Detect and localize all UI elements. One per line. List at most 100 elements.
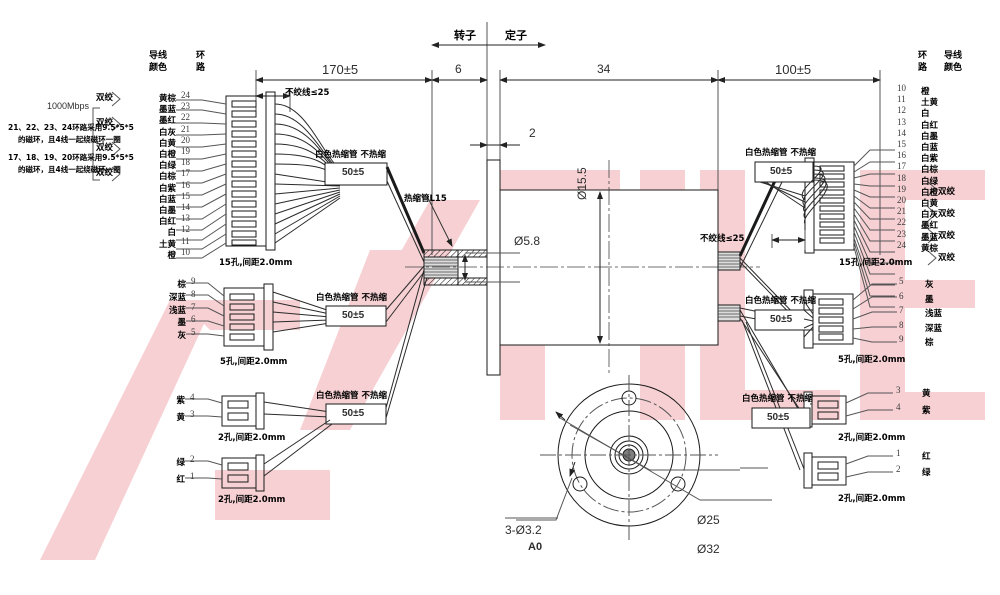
left-5pin-pin-color: 棕 [177, 280, 186, 290]
right-15pin-pin-number: 13 [897, 116, 906, 127]
right-color-header-line1: 导线 [944, 51, 963, 61]
dim-body-len: 34 [597, 62, 611, 76]
left-5pin-pin-number: 9 [191, 276, 196, 286]
right-15pin-pin-color: 白紫 [921, 154, 939, 165]
right-15pin-pin-color: 白绿 [921, 176, 939, 187]
sleeve-value-l1: 50±5 [342, 167, 365, 178]
twisted-pair-label-r2: 双绞 [938, 209, 956, 219]
dim-left-length: 170±5 [322, 62, 359, 77]
sleeve-label-l3: 白色热缩管 不热缩 [316, 391, 387, 401]
left-15pin-pin-color: 橙 [167, 250, 176, 261]
speed-note: 1000Mbps [47, 101, 90, 111]
right-5pin-pin-color: 深蓝 [925, 323, 943, 334]
left-15pin-pin-color: 墨红 [158, 116, 176, 127]
right-15pin-pin-color: 白灰 [921, 210, 939, 221]
right-15pin-pin-color: 土黄 [921, 98, 939, 109]
left-15pin-pin-color: 白红 [158, 217, 176, 228]
section-hole-callout: 3-Ø3.2 [505, 523, 542, 537]
right-2pin-b-pin-color: 绿 [922, 468, 931, 478]
twisted-pair-label-r1: 双绞 [938, 187, 956, 197]
right-2pin-a-pin-color: 黄 [922, 389, 931, 399]
dim-rotor-len: 6 [455, 62, 462, 76]
left-15pin-pin-number: 14 [181, 202, 190, 212]
right-2pin-b-caption: 2孔,间距2.0mm [838, 494, 906, 504]
left-2pin-a-pin-number: 4 [190, 392, 195, 402]
right-15pin-pin-color: 白红 [921, 120, 939, 131]
right-5pin-pin-color: 棕 [925, 338, 934, 349]
right-circuit-header-line1: 环 [918, 51, 928, 61]
right-2pin-b-pin-number: 2 [896, 464, 901, 474]
sleeve-value-l3: 50±5 [342, 408, 365, 419]
right-15pin-pin-number: 18 [897, 172, 906, 183]
left-2pin-b-pin-color: 绿 [176, 458, 185, 468]
right-15pin-pin-number: 19 [897, 183, 906, 194]
twisted-pair-label-r3: 双绞 [938, 231, 956, 241]
right-5pin-caption: 5孔,间距2.0mm [838, 355, 906, 365]
left-15pin-pin-number: 18 [181, 157, 190, 168]
left-5pin-pin-number: 6 [191, 314, 196, 325]
right-2pin-a-pin-number: 3 [896, 385, 901, 395]
right-15pin-pin-number: 20 [897, 195, 906, 205]
left-15pin-pin-color: 白棕 [158, 172, 176, 183]
right-15pin-pin-number: 24 [897, 239, 906, 250]
left-15pin-pin-number: 15 [181, 190, 190, 201]
twisted-pair-label-l2: 双绞 [96, 118, 114, 128]
right-15pin-pin-number: 16 [897, 150, 906, 161]
left-15pin-pin-number: 24 [181, 90, 190, 100]
left-5pin-pin-color: 灰 [177, 331, 186, 342]
note1-line2: 的磁环，且4线一起绕磁环一圈 [18, 135, 121, 144]
right-5pin-pin-color: 灰 [925, 280, 934, 290]
right-15pin-pin-color: 黄棕 [921, 243, 939, 254]
right-15pin-pin-number: 21 [897, 206, 906, 217]
right-2pin-a-pin-color: 紫 [922, 406, 931, 416]
left-15pin-caption: 15孔,间距2.0mm [219, 258, 293, 268]
left-2pin-b-pin-number: 2 [190, 454, 195, 464]
left-5pin-pin-number: 8 [191, 288, 196, 299]
left-2pin-a-pin-color: 黄 [176, 413, 185, 423]
right-5pin-pin-color: 浅蓝 [925, 309, 943, 320]
right-15pin-pin-number: 11 [897, 94, 906, 105]
right-5pin-pin-number: 8 [899, 319, 904, 330]
left-15pin-pin-number: 19 [181, 146, 190, 156]
note1-line1: 21、22、23、24环路采用9.5*5*5 [8, 123, 134, 132]
right-15pin-pin-color: 白 [921, 109, 930, 120]
sleeve-value-r1: 50±5 [770, 166, 793, 177]
left-15pin-pin-color: 白绿 [158, 161, 176, 172]
left-15pin-pin-color: 白紫 [158, 183, 176, 194]
left-15pin-pin-number: 23 [181, 101, 190, 112]
right-15pin-pin-number: 22 [897, 217, 906, 228]
sleeve-value-l2: 50±5 [342, 310, 365, 321]
section-hole-tag: A0 [528, 541, 543, 553]
left-15pin-pin-number: 17 [181, 168, 190, 179]
right-2pin-a-pin-number: 4 [896, 402, 901, 412]
left-15pin-pin-number: 11 [181, 235, 190, 246]
right-15pin-pin-number: 23 [897, 228, 906, 239]
left-color-header-line1: 导线 [149, 51, 168, 61]
left-15pin-pin-number: 12 [181, 224, 190, 235]
left-2pin-a-caption: 2孔,间距2.0mm [218, 433, 286, 443]
right-15pin-pin-color: 白棕 [921, 165, 939, 176]
right-15pin-pin-number: 12 [897, 105, 906, 116]
left-2pin-b-pin-color: 红 [176, 475, 185, 485]
right-15pin-pin-color: 白墨 [921, 131, 939, 142]
right-15pin-pin-color: 白黄 [921, 199, 939, 209]
note2-line2: 的磁环，且4线一起绕磁环一圈 [18, 165, 121, 174]
sleeve-value-r3: 50±5 [767, 412, 790, 423]
right-5pin-pin-color: 墨 [925, 294, 934, 305]
sleeve-label-r3: 白色热缩管 不热缩 [742, 394, 813, 404]
section-bolt-circle: Ø25 [697, 513, 720, 527]
right-2pin-a-caption: 2孔,间距2.0mm [838, 433, 906, 443]
left-2pin-b-pin-number: 1 [190, 471, 195, 481]
left-2pin-a-pin-color: 紫 [176, 396, 185, 406]
right-2pin-b-pin-number: 1 [896, 448, 901, 458]
left-15pin-pin-number: 22 [181, 112, 190, 123]
right-15pin-pin-color: 墨蓝 [921, 232, 939, 243]
left-15pin-pin-number: 16 [181, 179, 190, 190]
sleeve-label-l1: 白色热缩管 不热缩 [315, 150, 386, 160]
left-5pin-pin-number: 5 [191, 327, 196, 338]
left-5pin-pin-color: 深蓝 [168, 292, 186, 303]
left-15pin-pin-color: 白蓝 [158, 194, 176, 205]
right-15pin-caption: 15孔,间距2.0mm [839, 258, 913, 268]
